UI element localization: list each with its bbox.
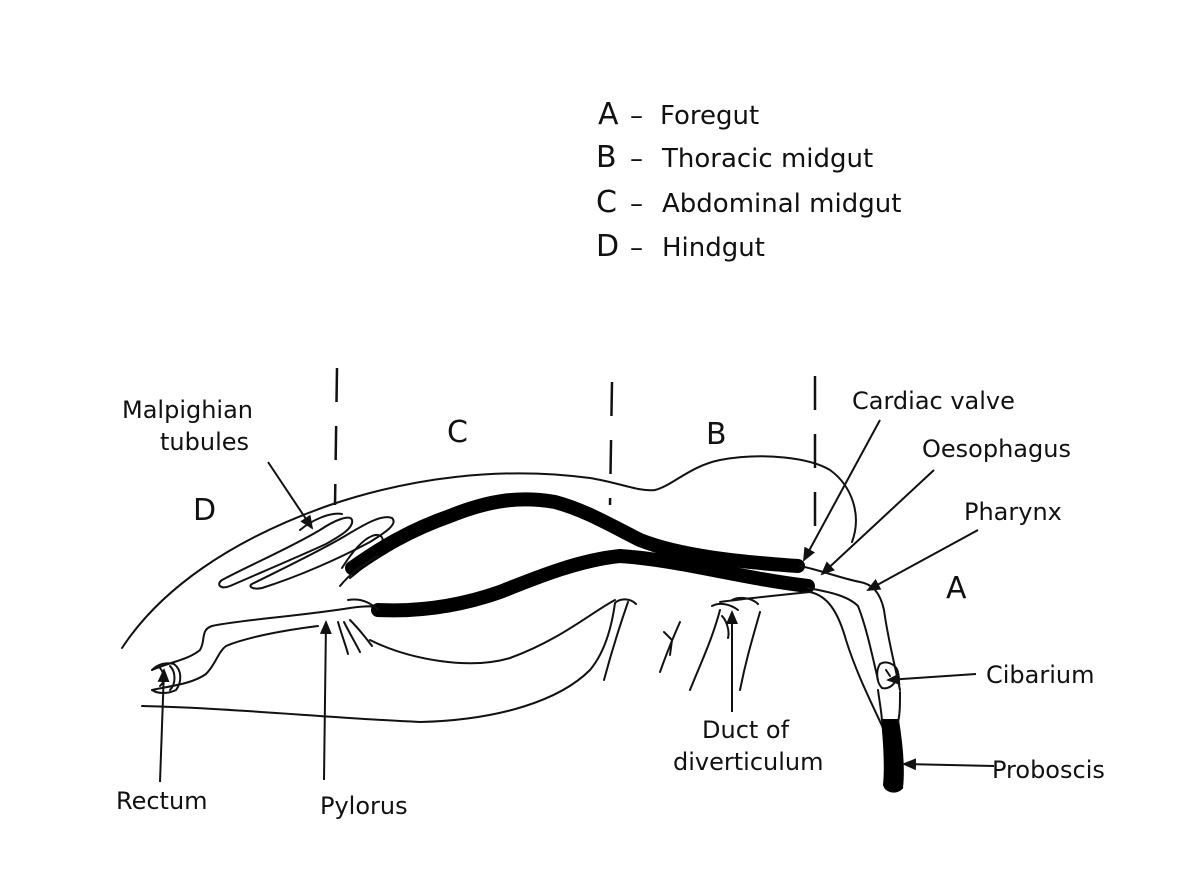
ventral-line-1 (604, 602, 628, 680)
legend-item-b: B – Thoracic midgut (596, 140, 873, 175)
ventral-line-2 (660, 622, 680, 672)
dorsal-outline (122, 456, 856, 648)
midgut (340, 499, 808, 610)
region-label-d: D (193, 493, 216, 528)
pointer-cibarium (888, 674, 976, 680)
divider-d-c (335, 368, 337, 505)
label-malpighian-line2: tubules (160, 428, 249, 456)
legend-letter: C (596, 185, 617, 220)
oesophagus-lower (808, 588, 878, 680)
pointers (160, 420, 994, 782)
legend-dash: – (630, 144, 643, 174)
legend-item-d: D – Hindgut (596, 229, 765, 264)
pointer-proboscis (904, 764, 994, 766)
oesophagus-upper (800, 566, 900, 690)
label-proboscis: Proboscis (992, 756, 1105, 784)
region-label-a: A (946, 571, 967, 606)
legend-item-c: C – Abdominal midgut (596, 185, 901, 220)
region-label-c: C (447, 415, 468, 450)
label-duct-line1: Duct of (702, 716, 790, 744)
pointer-pylorus (324, 622, 326, 780)
ventral-line-5 (740, 612, 760, 690)
label-rectum: Rectum (116, 787, 208, 815)
legend-letter: A (598, 97, 619, 132)
hindgut (152, 606, 385, 693)
legend-item-a: A – Foregut (598, 97, 759, 132)
legend-text: Abdominal midgut (662, 189, 901, 219)
region-label-b: B (706, 417, 727, 452)
legend: A – Foregut B – Thoracic midgut C – Abdo… (596, 97, 901, 264)
legend-letter: D (596, 229, 619, 264)
legend-dash: – (630, 233, 643, 263)
proboscis-sheath (878, 690, 900, 722)
diverticulum-duct (720, 592, 884, 730)
legend-text: Foregut (660, 101, 759, 131)
label-pylorus: Pylorus (320, 792, 408, 820)
cibarium-bulb (877, 662, 898, 688)
label-malpighian-line1: Malpighian (122, 396, 253, 424)
hindgut-lower-wall (152, 626, 318, 690)
pointer-oesophagus (822, 470, 934, 574)
cibarium-inner (886, 670, 890, 676)
ventral-line-4 (690, 610, 720, 690)
label-oesophagus: Oesophagus (922, 435, 1071, 463)
label-cibarium: Cibarium (986, 661, 1095, 689)
proboscis-shape (882, 720, 903, 792)
legend-letter: B (596, 140, 617, 175)
tubule-1 (219, 518, 352, 588)
label-pharynx: Pharynx (964, 498, 1062, 526)
duct-branches (712, 598, 758, 638)
legend-dash: – (630, 189, 643, 219)
legend-text: Hindgut (662, 233, 765, 263)
tubule-3 (300, 514, 383, 578)
pointer-malpighian (268, 462, 312, 528)
divider-c-b (610, 382, 612, 505)
hindgut-upper-wall (152, 606, 385, 670)
legend-dash: – (630, 101, 643, 131)
label-cardiac-valve: Cardiac valve (852, 387, 1015, 415)
label-duct-line2: diverticulum (673, 748, 823, 776)
pylorus-projections (338, 620, 372, 654)
legend-text: Thoracic midgut (661, 144, 873, 174)
